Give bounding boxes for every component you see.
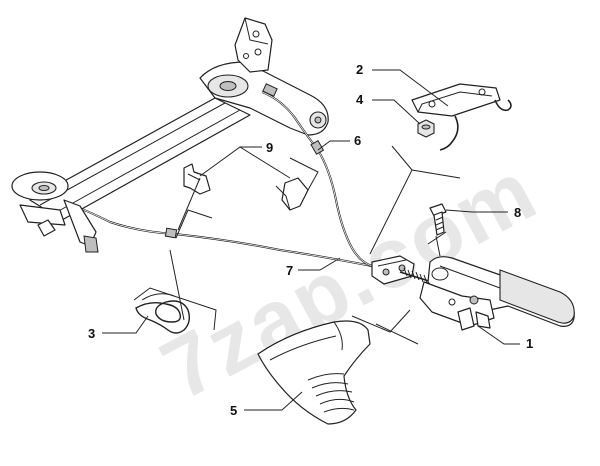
- callout-7: 7: [286, 263, 293, 278]
- callout-8: 8: [514, 205, 521, 220]
- callout-2: 2: [356, 62, 363, 77]
- rear-axle-beam: [11, 17, 329, 237]
- callout-4: 4: [356, 92, 364, 107]
- cable-right-rear: [261, 83, 373, 267]
- callout-3: 3: [88, 326, 95, 341]
- callout-9: 9: [266, 140, 273, 155]
- part-9-cable-clip: [183, 163, 309, 211]
- leader-lines: [102, 69, 520, 411]
- part-1-handbrake-lever: [419, 256, 575, 331]
- callout-6: 6: [354, 133, 361, 148]
- callout-5: 5: [230, 403, 237, 418]
- part-5-lever-boot: [257, 320, 371, 425]
- cable-left-rear: [63, 199, 373, 267]
- part-4-nut: [417, 119, 435, 138]
- cable-equalizer: [371, 255, 433, 285]
- callout-1: 1: [526, 336, 533, 351]
- callout-labels: 2 4 6 9 8 7 3 1 5: [88, 62, 533, 418]
- part-8-bolt: [429, 203, 447, 236]
- part-2-bracket: [411, 83, 512, 151]
